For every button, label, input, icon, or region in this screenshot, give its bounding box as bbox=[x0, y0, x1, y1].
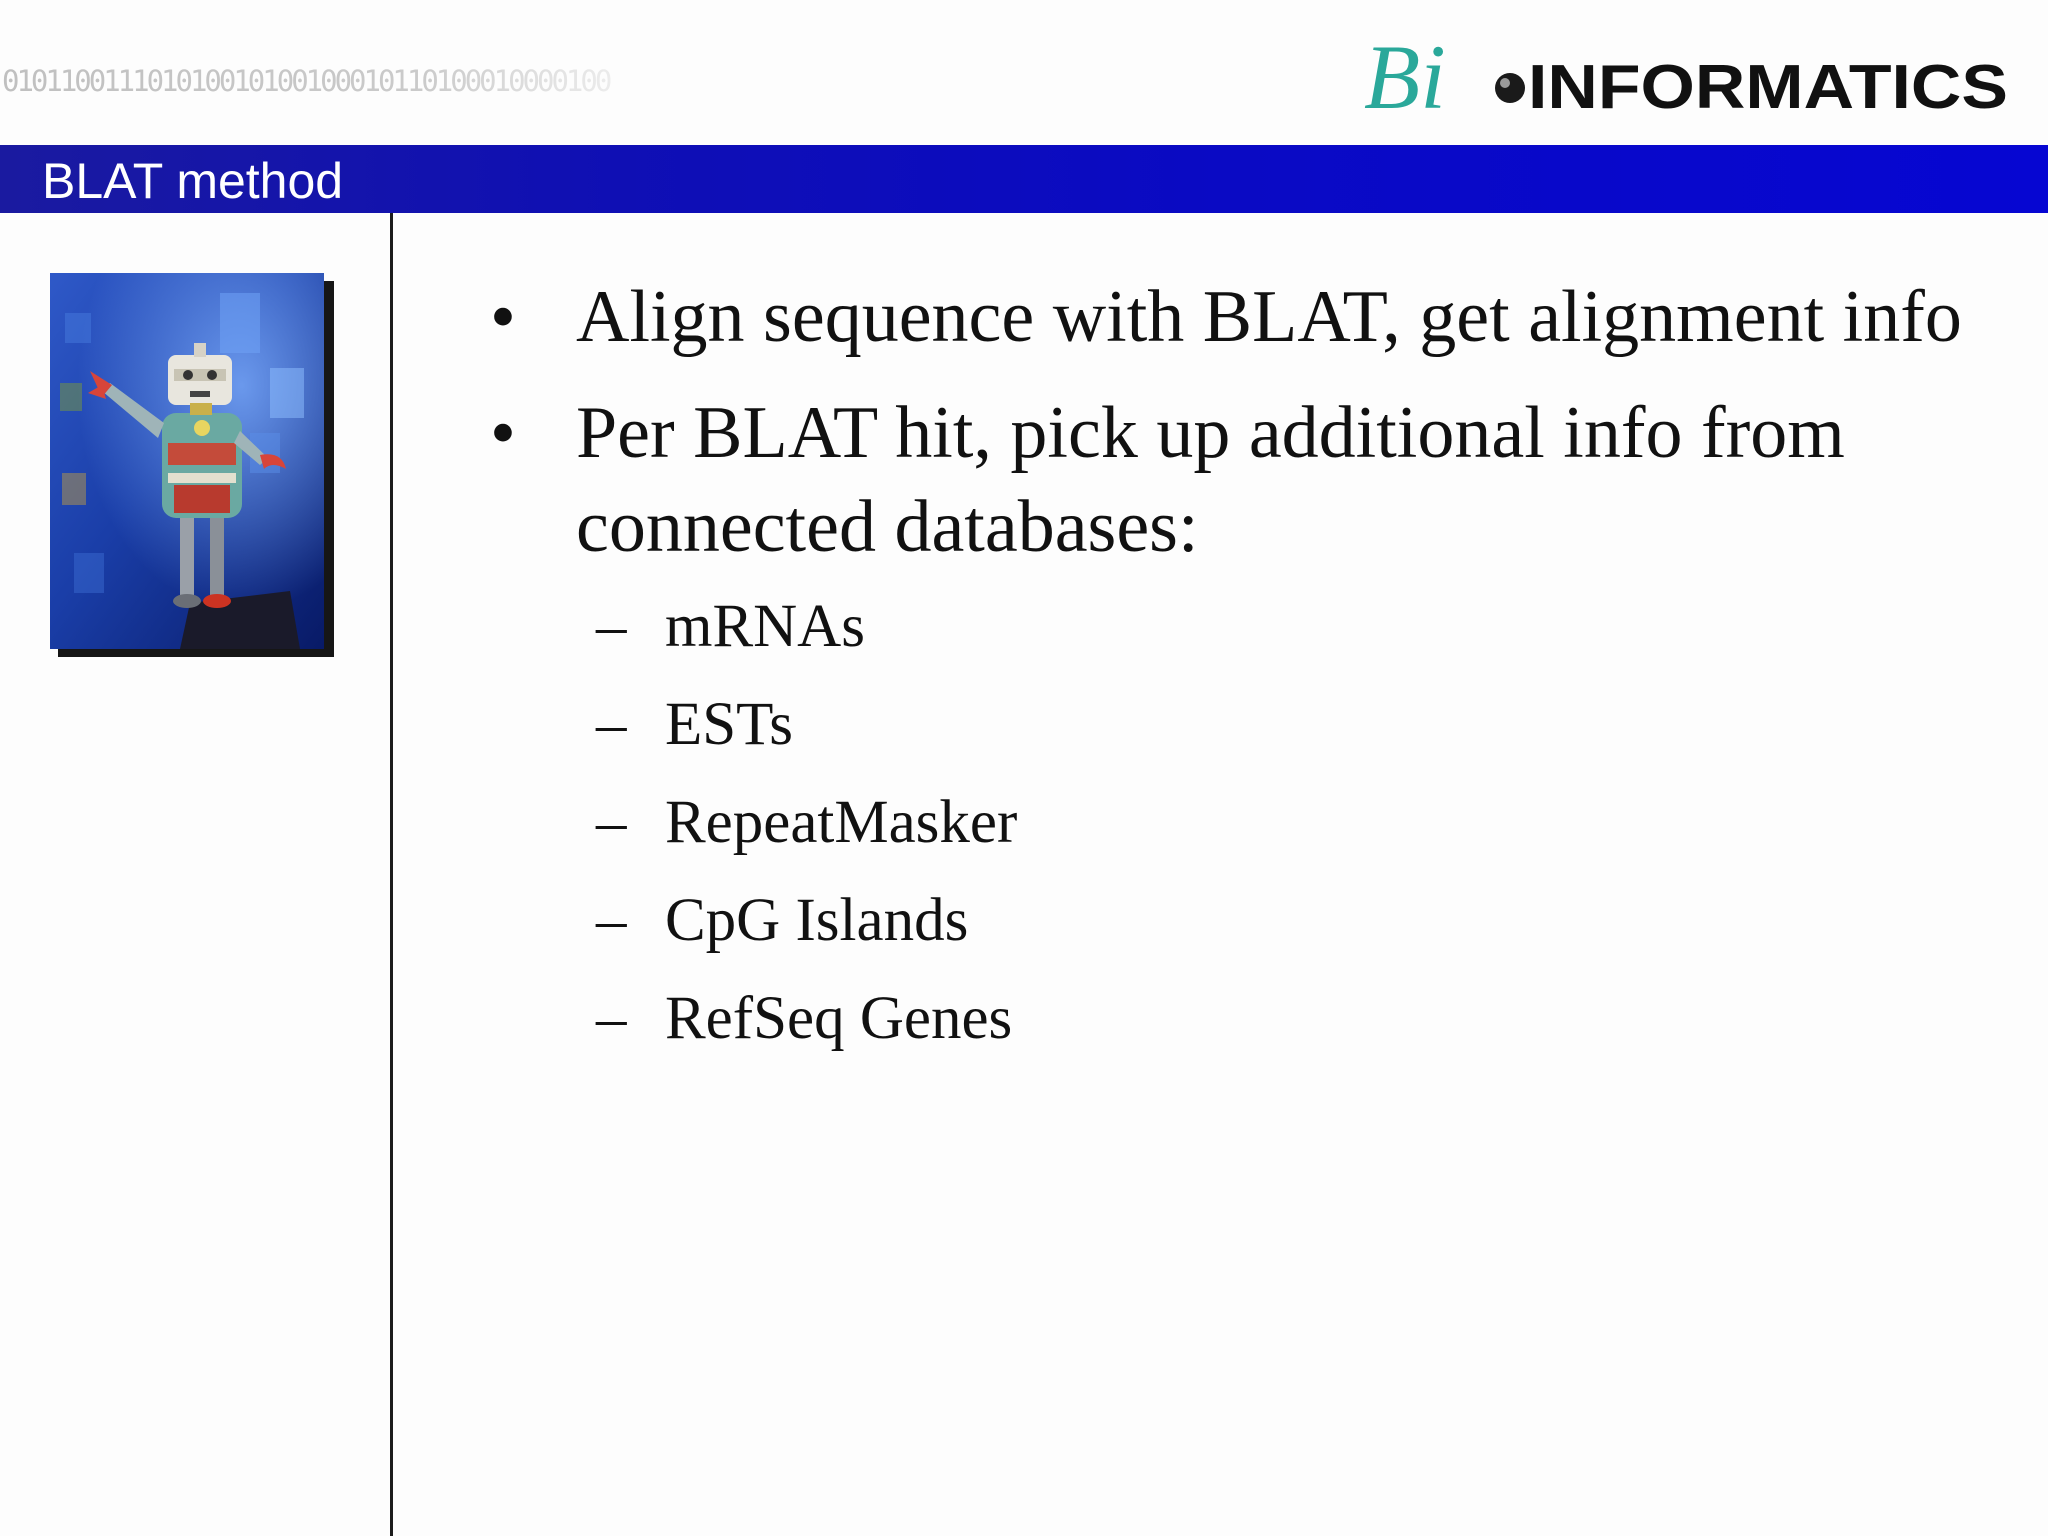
sub-bullet-marker: – bbox=[596, 985, 627, 1052]
sub-bullet-marker: – bbox=[596, 789, 627, 856]
sub-bullet-text: mRNAs bbox=[665, 593, 865, 660]
sub-bullet-marker: – bbox=[596, 887, 627, 954]
bullet-list: • Align sequence with BLAT, get alignmen… bbox=[490, 270, 2010, 1082]
bullet-text: Align sequence with BLAT, get alignment … bbox=[576, 276, 1962, 358]
binary-watermark: 0101100111010100101001000101101000100001… bbox=[2, 6, 702, 136]
bullet-item: • Align sequence with BLAT, get alignmen… bbox=[490, 270, 2010, 364]
sub-bullet-item: – ESTs bbox=[490, 690, 2010, 760]
vertical-divider bbox=[390, 213, 393, 1536]
logo-ball-icon bbox=[1495, 73, 1525, 103]
sub-bullet-item: – CpG Islands bbox=[490, 886, 2010, 956]
sub-bullet-list: – mRNAs – ESTs – RepeatMasker – CpG Isla… bbox=[490, 592, 2010, 1054]
sub-bullet-text: ESTs bbox=[665, 691, 793, 758]
sub-bullet-item: – RefSeq Genes bbox=[490, 984, 2010, 1054]
sub-bullet-text: RefSeq Genes bbox=[665, 985, 1013, 1052]
bioinformatics-logo: Bi INFORMATICS bbox=[1364, 26, 2008, 126]
bullet-marker: • bbox=[490, 392, 516, 474]
logo-ball-highlight bbox=[1500, 78, 1510, 88]
sub-bullet-marker: – bbox=[596, 593, 627, 660]
sub-bullet-text: RepeatMasker bbox=[665, 789, 1018, 856]
bullet-marker: • bbox=[490, 276, 516, 358]
bullet-text: Per BLAT hit, pick up additional info fr… bbox=[576, 392, 1845, 568]
logo-block-text: INFORMATICS bbox=[1528, 53, 2008, 122]
logo-script-text: Bi bbox=[1364, 26, 1446, 126]
title-bar: BLAT method bbox=[0, 145, 2048, 213]
slide-title: BLAT method bbox=[42, 153, 344, 209]
toy-robot-icon bbox=[50, 273, 324, 649]
sub-bullet-item: – mRNAs bbox=[490, 592, 2010, 662]
sub-bullet-text: CpG Islands bbox=[665, 887, 969, 954]
sub-bullet-item: – RepeatMasker bbox=[490, 788, 2010, 858]
sub-bullet-marker: – bbox=[596, 691, 627, 758]
binary-line: 0101100111010100101001000101101000100001… bbox=[2, 64, 612, 98]
robot-illustration bbox=[50, 273, 324, 649]
bullet-item: • Per BLAT hit, pick up additional info … bbox=[490, 386, 2010, 574]
